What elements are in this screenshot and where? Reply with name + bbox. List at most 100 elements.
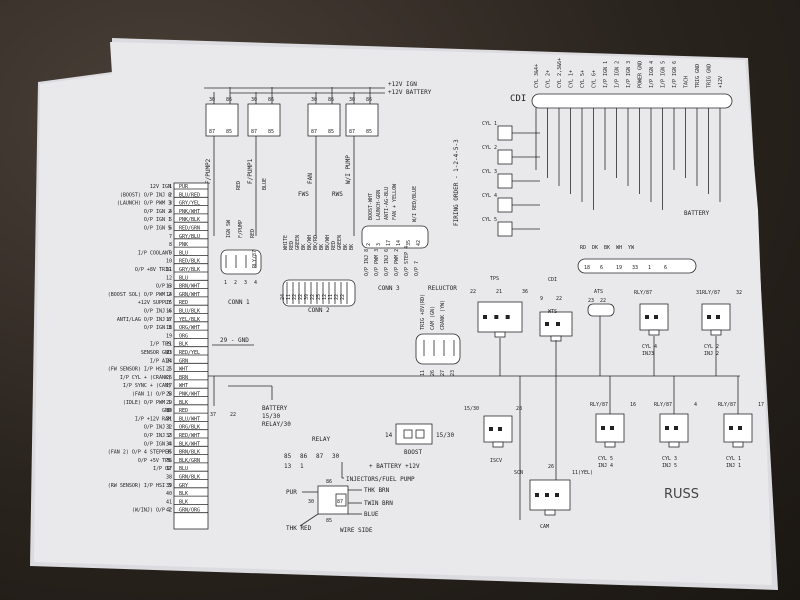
- pin-12-num: 12: [166, 275, 172, 281]
- cam-yel: 11(YEL): [572, 470, 593, 476]
- inj-bot-3-label2: INJ 1: [726, 463, 741, 469]
- relay-note: INJECTORS/FUEL PUMP: [346, 476, 415, 483]
- tps-label: TPS: [490, 276, 499, 282]
- pin-34-wire: BLK/WHT: [179, 441, 200, 447]
- pin-14-num: 14: [166, 292, 172, 298]
- pin-32-wire: ORG/BLK: [179, 425, 200, 431]
- battery-label: BATTERY: [262, 405, 288, 412]
- pin-2-wire: BLU/RED: [179, 192, 200, 198]
- inj-top-1-label: CYL 4: [642, 344, 657, 350]
- pin-27-wire: WHT: [179, 383, 188, 389]
- pin-3-wire: GRY/YEL: [179, 201, 200, 207]
- relay-1-pin-87: 87: [209, 129, 215, 135]
- pin-36-label: O/P +5V TPS: [138, 458, 171, 464]
- pin-24-num: 24: [166, 358, 172, 364]
- pin-16-label: O/P INJ 4: [144, 309, 171, 315]
- conn2-pin-7: 25: [316, 294, 322, 300]
- battery-sub: 15/30: [262, 413, 280, 420]
- pin-15-num: 15: [166, 300, 172, 306]
- iscv-pin-2: 28: [516, 406, 522, 412]
- cdi-bottom-pin-5: 1: [648, 265, 651, 271]
- cdi-connector: [531, 93, 733, 109]
- conn3-wire-1: O/P INJ 8: [364, 249, 370, 276]
- wts-sensor-pin-1: [545, 322, 549, 326]
- pin-34-label: O/P IGN 4: [144, 441, 171, 447]
- pin-29-num: 29: [166, 400, 172, 406]
- conn2-wire-12: BK: [349, 244, 355, 250]
- conn2-wire-2: RED: [289, 241, 295, 250]
- conn2-pin-2: 11: [286, 294, 292, 300]
- rws-label: RWS: [332, 191, 343, 198]
- pin-2-label: (BOOST) O/P INJ 8: [120, 192, 171, 198]
- pin-14-label: (BOOST SOL) O/P PWM 2: [108, 292, 171, 298]
- cdi-pin-12: I/P IGN 5: [661, 61, 667, 88]
- pin-2-num: 2: [169, 192, 172, 198]
- cdi-pin-7: I/P IGN 1: [603, 61, 609, 88]
- pin-41-num: 41: [166, 499, 172, 505]
- pin-36-num: 36: [166, 458, 172, 464]
- thk-red-label: THK RED: [286, 525, 312, 532]
- pin-29-label: (IDLE) O/P PWM 1: [123, 400, 171, 406]
- pin-15-wire: RED: [179, 300, 188, 306]
- pin-38-wire: GRN/BLK: [179, 475, 200, 481]
- cdi-bottom-pin-4: 33: [632, 265, 638, 271]
- inj-top-1-rly: RLY/87: [634, 290, 652, 296]
- pin-26-wire: BRN: [179, 375, 188, 381]
- boost-valve: 14 15/30 BOOST: [385, 423, 454, 456]
- cdi-bottom-color-DK: DK: [592, 245, 598, 251]
- pin-30-num: 30: [166, 408, 172, 414]
- signature: RUSS: [664, 487, 699, 502]
- ats-pin-22: 22: [600, 298, 606, 304]
- conn1-pin-4: 4: [254, 280, 257, 286]
- relay-wire-1: RED: [236, 181, 242, 190]
- cdi-pin-10: POWER GND: [638, 61, 644, 88]
- cdi-pin-9: I/P IGN 3: [626, 61, 632, 88]
- cdi-pin-17: +12V: [718, 76, 724, 88]
- boost-pin-14: 14: [385, 432, 393, 439]
- reluctor-block: [415, 333, 461, 365]
- cam-sensor-pin-3: [555, 493, 559, 497]
- boost-body: [395, 423, 433, 445]
- conn2-pin-5: 39: [304, 294, 310, 300]
- pin-25-wire: WHT: [179, 367, 188, 373]
- fws-label: FWS: [298, 191, 309, 198]
- inj-bot-2-label: CYL 3: [662, 456, 677, 462]
- relay-3: [307, 103, 341, 137]
- pin-9-label: I/P COOLANT: [138, 250, 171, 256]
- cyl-4-label: CYL 4: [482, 193, 497, 199]
- pin-40-num: 40: [166, 491, 172, 497]
- pin-40-wire: BLK: [179, 491, 188, 497]
- pin-35-wire: BRN/BLK: [179, 450, 200, 456]
- boost-pin-1530: 15/30: [436, 432, 454, 439]
- reluctor: RELUCTOR TRIG +8V(RD)CAM (GN)CRANK (YW)1…: [415, 285, 461, 376]
- pin-26-label: I/P CYL + (CRANK): [120, 375, 171, 381]
- pin-28-label: (FAN 1) O/P 5: [132, 392, 171, 398]
- pin-21-num: 21: [166, 342, 172, 348]
- cdi-label: CDI: [510, 94, 526, 104]
- relay-pin-label-87: 87: [316, 453, 324, 460]
- pin-4-num: 4: [169, 209, 172, 215]
- conn2-pin-10: 22: [334, 294, 340, 300]
- relay-2-pin-86: 86: [268, 97, 274, 103]
- pin-39-label: (RW SENSOR) I/P HSI 3: [108, 483, 171, 489]
- pin-13-label: O/P 6: [156, 284, 171, 290]
- relay-wire-7: W/I RED/BLUE: [412, 186, 418, 222]
- conn3-pin-2: 2: [366, 243, 372, 246]
- pin-4-wire: PNK/WHT: [179, 209, 200, 215]
- tps-sensor-pin-1: [483, 315, 487, 319]
- relay-pin-86: 86: [326, 479, 332, 485]
- cdi-bottom-pin-3: 19: [616, 265, 622, 271]
- cdi-pin-2: CYL 2+: [546, 70, 552, 88]
- reluctor-pin-27: 27: [440, 370, 446, 376]
- pin-14-wire: GRN/WHT: [179, 292, 200, 298]
- cdi-pin-8: I/P IGN 2: [615, 61, 621, 88]
- injector-cyl-3-pin-2: [674, 426, 678, 430]
- coil-1: [497, 125, 513, 141]
- pin-3-num: 3: [169, 201, 172, 207]
- pin-27-num: 27: [166, 383, 172, 389]
- pin-37-wire: BLU: [179, 466, 188, 472]
